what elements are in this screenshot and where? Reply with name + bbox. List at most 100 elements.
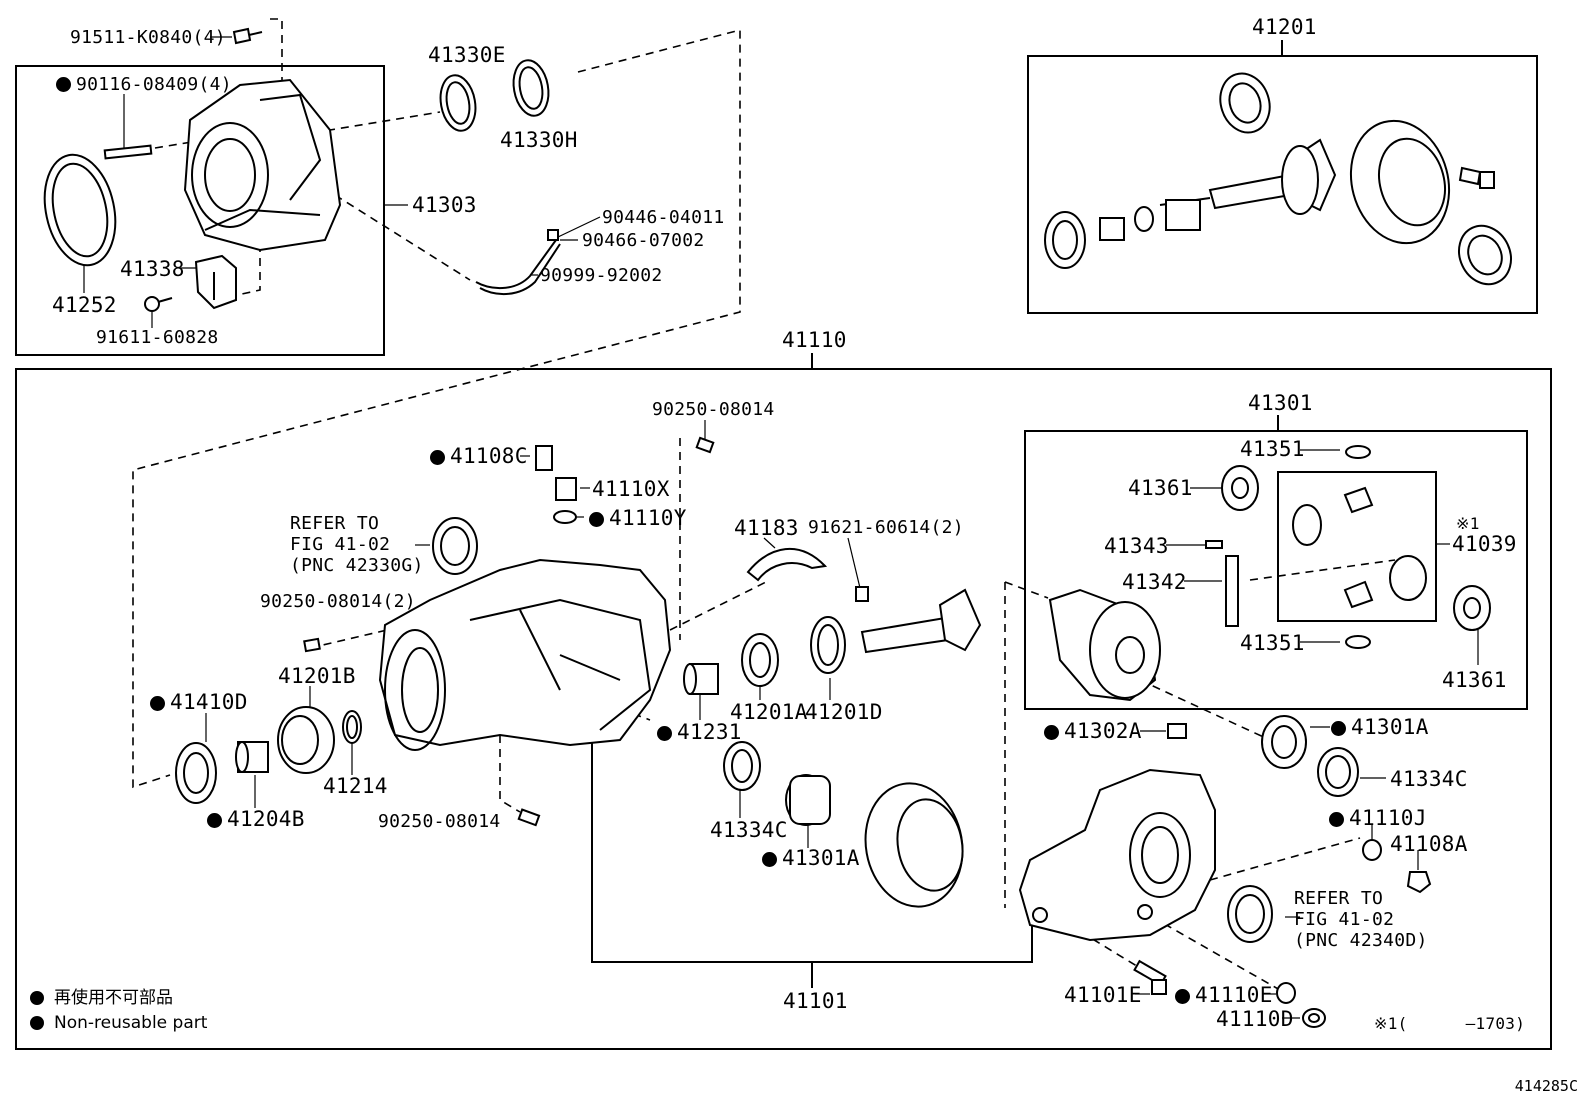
label-41201A: 41201A [730,700,808,724]
housing-41303-icon [183,78,342,252]
spacer-41201-icon [1099,199,1201,241]
seal-41410D-icon [175,742,217,804]
bracket-41338-icon [194,254,237,310]
oil-seal-refer2-icon [1227,885,1273,943]
label-91611: 91611-60828 [96,327,219,348]
label-41039: 41039 [1452,532,1517,556]
assembly-frame-41110 [15,368,1552,1050]
seal-41334C-left-icon [723,741,761,791]
baffle-41183-icon [746,547,828,582]
ring-gear-41201-icon [1349,119,1451,245]
seal-41252-icon [43,153,117,267]
bearing-41201-left-icon [1044,211,1086,269]
label-41351-bot: 41351 [1240,631,1305,655]
label-41110: 41110 [782,328,847,352]
seal-41201-right-icon [1458,224,1512,286]
label-41183: 41183 [734,516,799,540]
refer2-line-2: FIG 41-02 [1294,909,1395,930]
label-41301: 41301 [1248,391,1313,415]
plug-41108A-icon [1406,871,1432,894]
refer-line-3: (PNC 42330G) [290,555,424,576]
label-90446: 90446-04011 [602,207,725,228]
bearing-41301A-right-icon [1261,715,1307,769]
washer-41351-top-icon [1345,445,1371,459]
gasket-41110E-icon [1276,982,1296,1004]
clip-90466-icon [547,229,559,241]
label-41101: 41101 [783,989,848,1013]
bearing-41201B-icon [277,706,335,774]
seal-41330E-icon [439,74,477,132]
label-41303: 41303 [412,193,477,217]
hose-90999-icon [475,239,561,295]
label-41330H: 41330H [500,128,578,152]
label-91621: 91621-60614(2) [808,517,964,538]
refer-line-2: FIG 41-02 [290,534,391,555]
pinion-gears-41039-icon [1292,486,1427,609]
pin-41343-icon [1205,540,1223,549]
refer2-line-1: REFER TO [1294,888,1384,909]
bolt-41302A-icon [1167,723,1187,739]
subassembly-frame-41301 [1024,430,1528,710]
label-91511: 91511-K0840(4) [70,27,226,48]
refer2-line-3: (PNC 42340D) [1294,930,1428,951]
bolt-91621-icon [855,586,869,602]
label-41302A: 41302A [1044,719,1142,743]
label-90250-top: 90250-08014 [652,399,775,420]
diagram-id: 414285C [1514,1077,1578,1095]
label-41301A-left: 41301A [762,846,860,870]
label-41361-left: 41361 [1128,476,1193,500]
label-41110J: 41110J [1329,806,1427,830]
label-41110X: 41110X [592,477,670,501]
note-range-value: –1703) [1465,1014,1526,1033]
bolt-41201-icon [1458,166,1495,189]
pin-90116-icon [103,144,153,160]
shaft-41342-icon [1225,555,1239,627]
pin-90250-08014-bottom-icon [517,808,541,827]
bullet-icon [30,1016,44,1030]
legend-english-text: Non-reusable part [54,1013,208,1033]
label-41361-right: 41361 [1442,668,1507,692]
label-41201B: 41201B [278,664,356,688]
label-41231: 41231 [657,720,742,744]
label-41201D: 41201D [805,700,883,724]
note-prefix: ※1( [1374,1014,1408,1033]
note-range: ※1( –1703) [1374,1015,1525,1033]
legend-chinese-text: 再使用不可部品 [54,988,173,1008]
label-41351-top: 41351 [1240,437,1305,461]
bolt-41101E-icon [1133,959,1167,995]
label-90116: 90116-08409(4) [56,75,232,95]
note-mark: ※1 [1456,514,1480,533]
bearing-41201-top-icon [1219,72,1271,134]
label-41334C-right: 41334C [1390,767,1468,791]
pin-90250-08014-top-icon [695,436,715,454]
label-41342: 41342 [1122,570,1187,594]
oil-seal-refer-icon [432,517,478,575]
bullet-icon [30,991,44,1005]
label-90250-2: 90250-08014(2) [260,591,416,612]
spacer-41231-icon [683,663,719,695]
subassembly-frame-41039 [1277,471,1437,622]
cover-41101-icon [1018,768,1216,942]
label-41101E: 41101E [1064,983,1142,1007]
spacer-41204B-icon [235,741,269,773]
gasket-41110Y-icon [553,510,577,524]
plug-41110X-icon [555,477,577,501]
label-41410D: 41410D [150,690,248,714]
seal-41334C-right-icon [1317,747,1359,797]
pinion-gear-41201-icon [1159,138,1337,215]
bearing-41201A-icon [741,633,779,687]
label-41110Y: 41110Y [589,506,687,530]
label-41108A: 41108A [1390,832,1468,856]
refer-line-1: REFER TO [290,513,380,534]
label-41338: 41338 [120,257,185,281]
label-41343: 41343 [1104,534,1169,558]
label-41214: 41214 [323,774,388,798]
legend-chinese: 再使用不可部品 [30,988,173,1008]
bolt-91511-icon [232,27,263,45]
ring-gear-main-icon [864,782,964,908]
label-41110E: 41110E [1175,983,1273,1007]
pin-90250-08014-2-icon [303,637,321,653]
shim-41201D-icon [810,616,846,674]
seal-41330H-icon [512,59,550,117]
